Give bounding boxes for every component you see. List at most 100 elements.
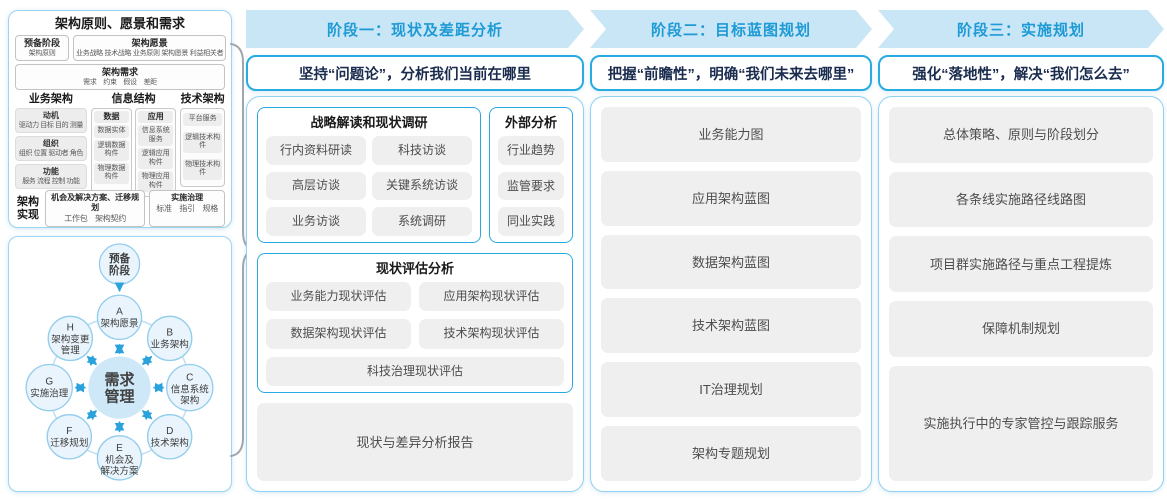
technical-architecture-column: 技术架构 平台服务 逻辑技术构件 物理技术构件: [180, 93, 225, 187]
assessment-item: 技术架构现状评估: [419, 319, 564, 349]
function-title: 功能: [42, 167, 59, 176]
implementation-item: 各条线实施路径线路图: [889, 171, 1153, 228]
technical-item: 逻辑技术构件: [183, 131, 222, 153]
svg-text:解决方案: 解决方案: [100, 465, 139, 477]
motivation-box: 动机 驱动力 目标 目的 测量: [15, 108, 87, 133]
blueprint-item: IT治理规划: [601, 362, 861, 418]
research-item: 科技访谈: [372, 136, 472, 165]
architecture-requirements-sub: 需求 约束 假设 差距: [83, 79, 157, 86]
blueprint-item: 数据架构蓝图: [601, 234, 861, 290]
svg-text:实施治理: 实施治理: [30, 388, 69, 400]
phase-3-column: 阶段三：实施规划 强化“落地性”，解决“我们怎么去” 总体策略、原则与阶段划分 …: [878, 10, 1164, 492]
blueprint-item: 架构专题规划: [601, 426, 861, 481]
svg-text:A: A: [116, 306, 123, 317]
phase-3-body: 总体策略、原则与阶段划分 各条线实施路径线路图 项目群实施路径与重点工程提炼 保…: [878, 96, 1164, 492]
adm-node-e: [96, 435, 143, 481]
technical-item: 平台服务: [183, 113, 222, 126]
phase-1-subtitle-label: 坚持“问题论”，分析我们当前在哪里: [299, 66, 531, 83]
phase-2-body: 业务能力图 应用架构蓝图 数据架构蓝图 技术架构蓝图 IT治理规划 架构专题规划: [590, 96, 872, 492]
technical-architecture-header: 技术架构: [180, 93, 225, 105]
phase-1-column: 阶段一：现状及差距分析 坚持“问题论”，分析我们当前在哪里 战略解读和现状调研 …: [246, 10, 584, 492]
external-analysis-group: 外部分析 行业趋势 监管要求 同业实践: [489, 107, 573, 243]
prep-phase-title: 预备阶段: [23, 38, 60, 48]
adm-node-d: [146, 414, 193, 460]
adm-cycle-panel: 预备 阶段 需求 管理: [8, 236, 232, 492]
architecture-vision-box: 架构愿景 业务战略 技术战略 业务原则 架构愿景 利益相关者: [73, 35, 227, 61]
information-structure-column: 信息结构 数据 数据实体 逻辑数据构件 物理数据构件 应用 信息系统服务 逻辑应…: [90, 93, 177, 197]
phase-2-header-label: 阶段二：目标蓝图规划: [650, 21, 811, 39]
phase-1-header-band: 阶段一：现状及差距分析: [246, 10, 584, 48]
phase-2-column: 阶段二：目标蓝图规划 把握“前瞻性”，明确“我们未来去哪里” 业务能力图 应用架…: [590, 10, 872, 492]
motivation-title: 动机: [42, 111, 59, 120]
svg-text:D: D: [166, 426, 173, 437]
implementation-item: 总体策略、原则与阶段划分: [889, 107, 1153, 163]
svg-text:业务架构: 业务架构: [151, 338, 189, 350]
svg-text:E: E: [116, 443, 123, 454]
framework-panel-title: 架构原则、愿景和需求: [54, 16, 185, 31]
phase-1-header-label: 阶段一：现状及差距分析: [326, 21, 503, 39]
svg-text:架构变更: 架构变更: [51, 333, 90, 345]
architecture-requirements-title: 架构需求: [101, 67, 138, 77]
phase-2-header-band: 阶段二：目标蓝图规划: [590, 10, 872, 48]
adm-node-c: [166, 363, 214, 412]
phase-3-header-label: 阶段三：实施规划: [956, 21, 1085, 39]
blueprint-item: 业务能力图: [601, 107, 861, 162]
adm-pre-line1: 预备: [109, 252, 131, 265]
strategy-research-title: 战略解读和现状调研: [310, 115, 428, 130]
function-box: 功能 服务 流程 控制 功能: [15, 164, 87, 189]
motivation-sub: 驱动力 目标 目的 测量: [18, 122, 83, 129]
data-subcolumn: 数据 数据实体 逻辑数据构件 物理数据构件: [90, 108, 133, 197]
research-item: 系统调研: [372, 207, 472, 236]
implementation-governance-box: 实施治理 标准 指引 规格: [149, 190, 225, 227]
research-item: 行内资料研读: [266, 136, 366, 165]
blueprint-item: 应用架构蓝图: [601, 170, 861, 226]
gap-analysis-report-box: 现状与差异分析报告: [257, 403, 573, 481]
architecture-vision-title: 架构愿景: [131, 38, 168, 48]
architecture-implementation-label: 架构实现: [17, 195, 39, 221]
adm-node-labels: A 架构愿景 B 业务架构 C 信息系统 架构 D 技术架构 E 机会及 解决方…: [30, 306, 209, 477]
data-item: 物理数据构件: [93, 162, 130, 184]
business-architecture-column: 业务架构 动机 驱动力 目标 目的 测量 组织 组织 位置 驱动者 角色 功能 …: [15, 93, 87, 189]
adm-double-arrows: [74, 343, 165, 433]
svg-text:架构: 架构: [180, 395, 199, 407]
adm-center-line2: 管理: [104, 388, 134, 406]
external-analysis-title: 外部分析: [504, 115, 557, 130]
assessment-item: 科技治理现状评估: [266, 356, 564, 386]
architecture-framework-panel: 架构原则、愿景和需求 预备阶段 架构原则 架构愿景 业务战略 技术战略 业务原则…: [8, 10, 232, 228]
svg-text:G: G: [45, 377, 53, 388]
organization-sub: 组织 位置 驱动者 角色: [18, 150, 83, 157]
svg-text:F: F: [66, 426, 72, 437]
svg-text:机会及: 机会及: [105, 454, 134, 466]
application-subcolumn: 应用 信息系统服务 逻辑应用构件 物理应用构件: [135, 108, 177, 197]
external-item: 行业趋势: [498, 136, 564, 165]
prep-phase-box: 预备阶段 架构原则: [15, 35, 69, 61]
application-subcolumn-title: 应用: [138, 111, 174, 123]
adm-pre-line2: 阶段: [109, 264, 131, 277]
adm-center-requirements-management: [88, 356, 151, 419]
svg-text:C: C: [186, 373, 193, 384]
opportunities-migration-box: 机会及解决方案、迁移规划 工作包 架构契约: [45, 190, 146, 227]
svg-text:信息系统: 信息系统: [171, 384, 210, 396]
implementation-item: 项目群实施路径与重点工程提炼: [889, 236, 1153, 293]
phase-3-subtitle-label: 强化“落地性”，解决“我们怎么去”: [912, 66, 1130, 83]
organization-box: 组织 组织 位置 驱动者 角色: [15, 136, 87, 161]
application-item: 物理应用构件: [138, 171, 174, 192]
adm-cycle-diagram: 预备 阶段 需求 管理: [25, 243, 214, 481]
implementation-governance-title: 实施治理: [171, 193, 204, 202]
phase-1-subtitle-box: 坚持“问题论”，分析我们当前在哪里: [246, 55, 584, 91]
adm-node-f: [46, 414, 93, 460]
phase-3-subtitle-box: 强化“落地性”，解决“我们怎么去”: [878, 55, 1164, 91]
adm-node-a: [96, 294, 143, 341]
architecture-vision-sub: 业务战略 技术战略 业务原则 架构愿景 利益相关者: [76, 50, 224, 57]
assessment-item: 应用架构现状评估: [419, 282, 564, 312]
current-state-assessment-group: 现状评估分析 业务能力现状评估 应用架构现状评估 数据架构现状评估 技术架构现状…: [257, 253, 573, 393]
research-item: 业务访谈: [266, 207, 366, 236]
architecture-requirements-box: 架构需求 需求 约束 假设 差距: [15, 64, 225, 90]
business-architecture-header: 业务架构: [28, 93, 73, 105]
adm-node-b: [146, 315, 193, 362]
svg-text:H: H: [67, 322, 74, 333]
application-item: 逻辑应用构件: [138, 148, 174, 169]
svg-text:技术架构: 技术架构: [151, 437, 189, 449]
svg-text:B: B: [166, 327, 173, 338]
